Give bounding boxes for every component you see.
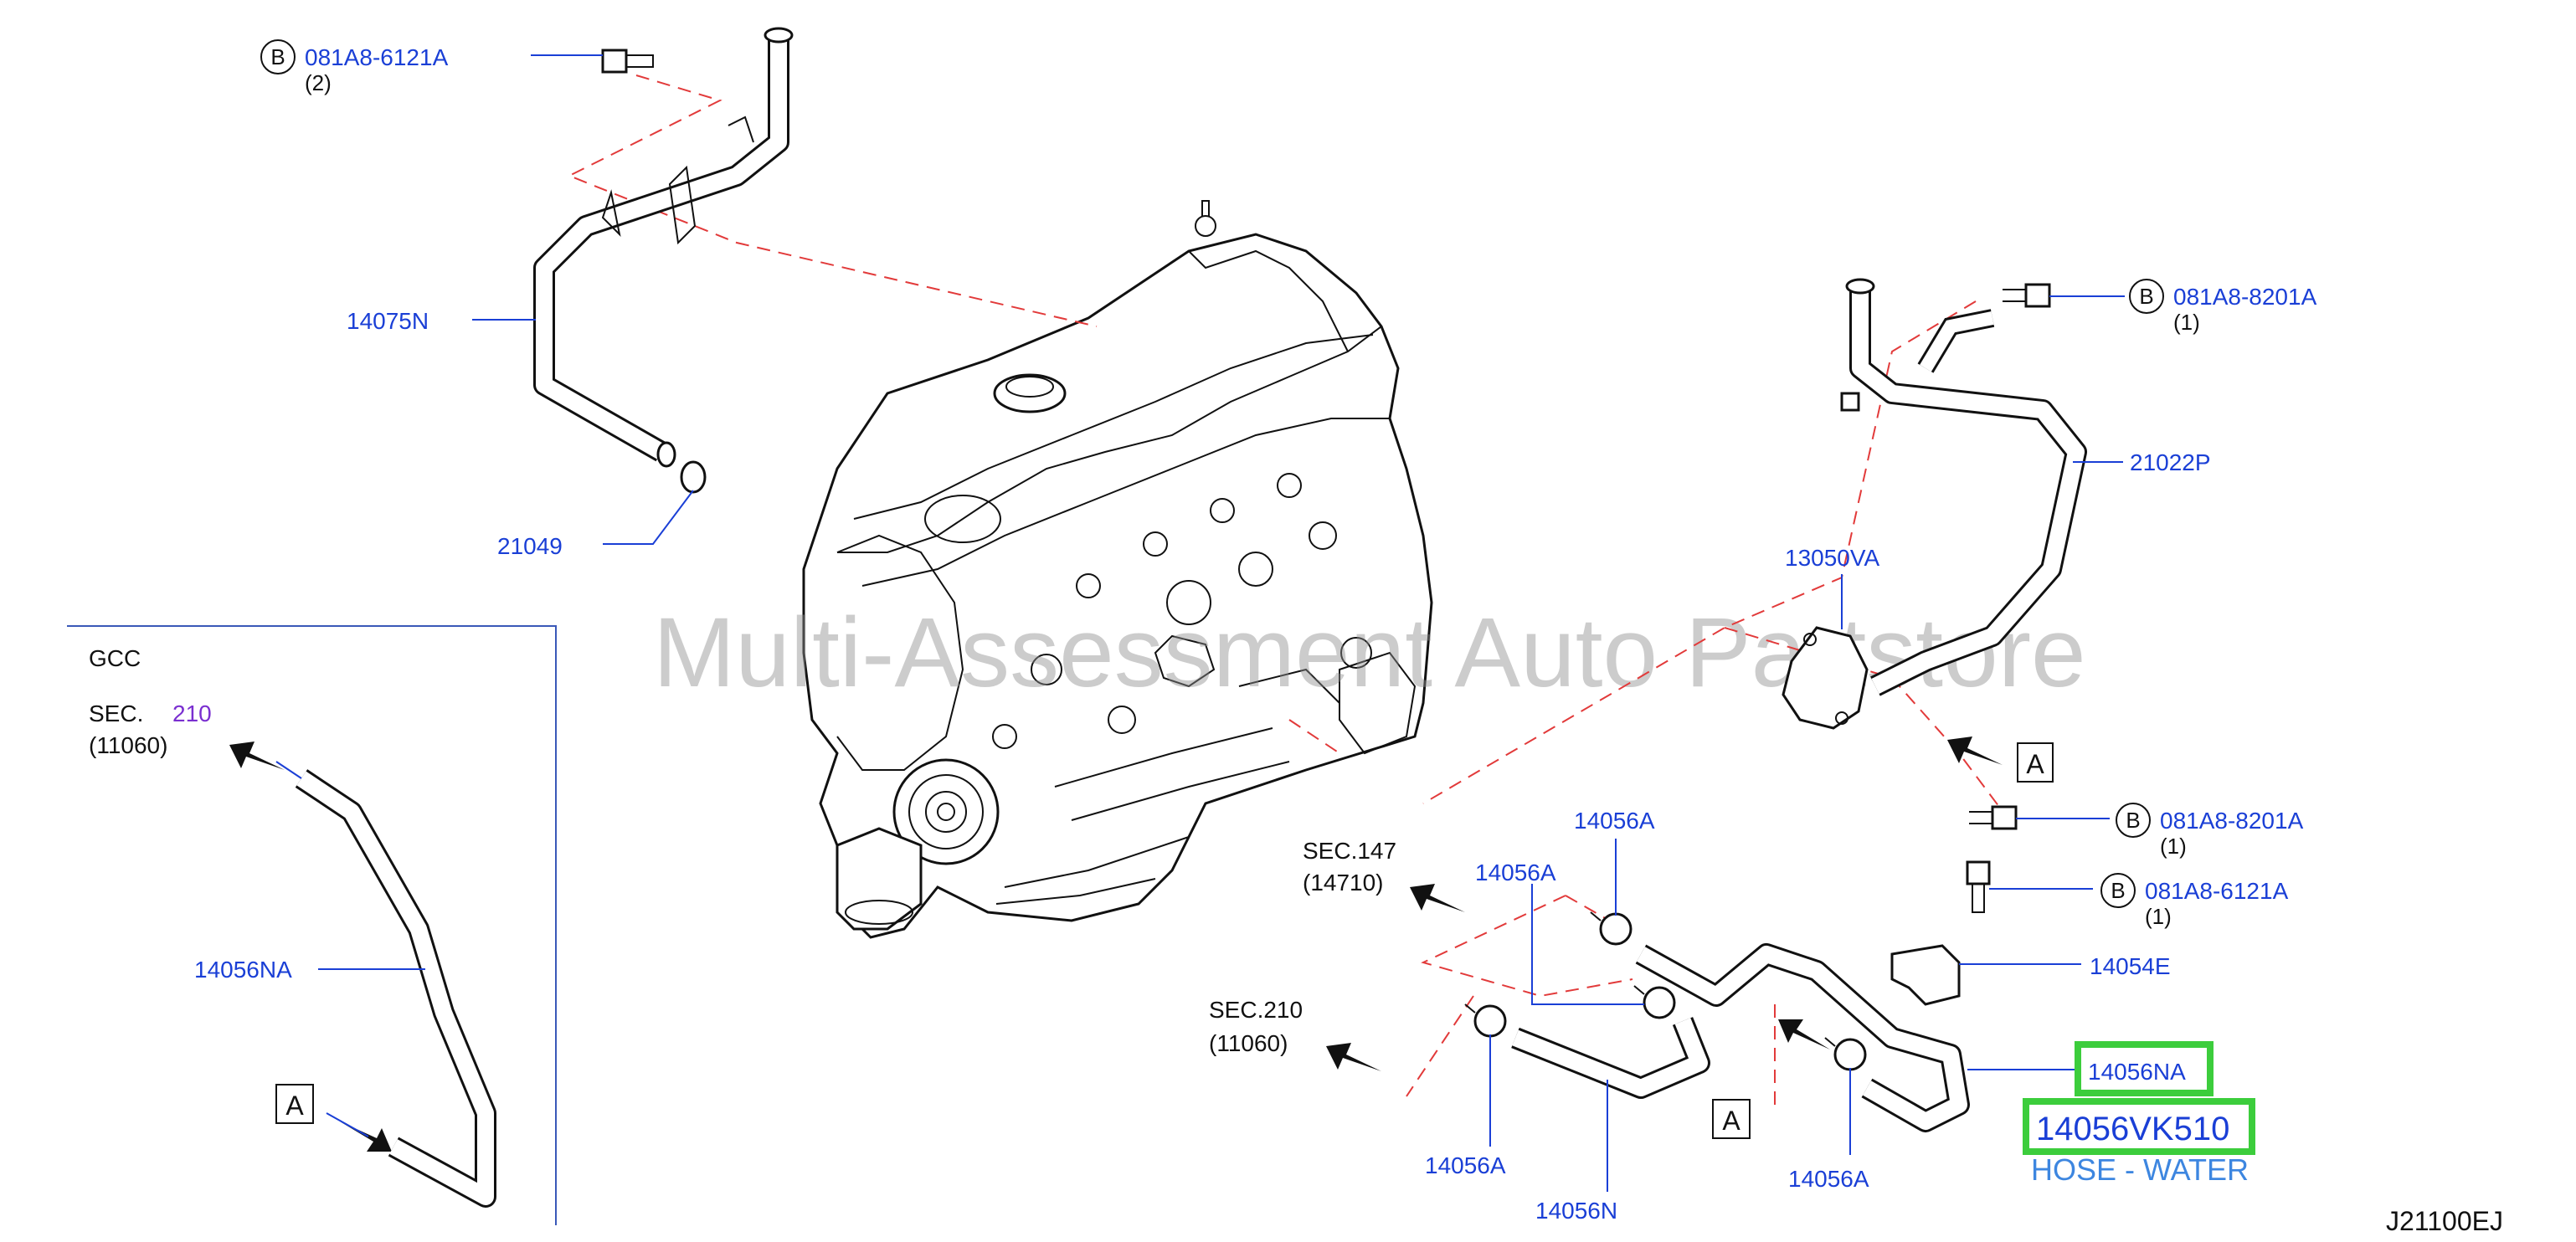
badge-letter: B: [2139, 284, 2153, 309]
part-label-13050va[interactable]: 13050VA: [1785, 545, 1879, 571]
section-reference-147[interactable]: SEC.147: [1303, 838, 1396, 864]
bolt-icon: [1969, 805, 2018, 830]
leader-lines: [472, 54, 2125, 1192]
part-label-14056a-top[interactable]: 14056A: [1574, 808, 1655, 834]
inset-title: GCC: [89, 645, 141, 671]
part-label-14056n[interactable]: 14056N: [1535, 1198, 1617, 1224]
reference-marker-a: [2017, 742, 2054, 783]
bolt-badge-b: [2116, 803, 2151, 838]
inset-reference-marker-a: [275, 1084, 314, 1124]
inset-section-number[interactable]: 210: [172, 701, 212, 726]
highlighted-part-number[interactable]: 14056VK510: [2036, 1111, 2229, 1147]
badge-letter: B: [2111, 878, 2125, 903]
gcc-inset-panel: [67, 625, 557, 1225]
reference-marker-letter: A: [1722, 1106, 1740, 1136]
badge-letter: B: [270, 44, 285, 69]
clamp-icon: [1633, 985, 1676, 1019]
part-label-14056a-mid[interactable]: 14056A: [1475, 860, 1556, 885]
part-label-081a8-8201a-mid[interactable]: 081A8-8201A: [2160, 808, 2304, 834]
clamp-icon: [1590, 911, 1632, 946]
section-reference-210-sub: (11060): [1209, 1030, 1288, 1056]
inset-section-prefix: SEC.: [89, 701, 143, 726]
watermark-text: Multi-Assessment Auto Partstore: [653, 598, 2086, 708]
part-quantity: (1): [2160, 834, 2187, 859]
part-label-14075n[interactable]: 14075N: [347, 308, 429, 334]
highlight-box-14056na: [2075, 1041, 2214, 1096]
part-label-14056a-low-left[interactable]: 14056A: [1425, 1152, 1506, 1178]
bolt-badge-b: [2129, 279, 2164, 314]
bracket-14054e-illustration: [1890, 944, 1961, 1006]
part-quantity: (2): [305, 70, 332, 95]
section-reference-147-sub: (14710): [1303, 870, 1384, 896]
part-label-21022p[interactable]: 21022P: [2130, 449, 2211, 475]
water-hose-illustration: [1511, 943, 1970, 1132]
badge-letter: B: [2126, 808, 2140, 833]
bolt-badge-b: [2100, 873, 2136, 908]
direction-arrows: [229, 736, 2003, 1152]
highlight-box-part-number: [2023, 1098, 2255, 1155]
part-description: HOSE - WATER: [2031, 1152, 2249, 1187]
diagram-reference-code: J21100EJ: [2386, 1206, 2503, 1236]
bolt-icon: [601, 49, 654, 74]
part-label-081a8-6121a-low[interactable]: 081A8-6121A: [2145, 878, 2289, 904]
part-label-21049[interactable]: 21049: [497, 533, 563, 559]
part-quantity: (1): [2145, 904, 2172, 929]
part-label-081a8-8201a[interactable]: 081A8-8201A: [2173, 284, 2317, 310]
part-label-14056na[interactable]: 14056NA: [2088, 1059, 2186, 1085]
reference-marker-a: [1712, 1099, 1751, 1139]
inset-section-sub: (11060): [89, 732, 167, 758]
part-quantity: (1): [2173, 310, 2200, 335]
bolt-icon: [1966, 860, 1991, 913]
reference-marker-letter: A: [2026, 749, 2044, 779]
clamp-icon: [1824, 1037, 1867, 1071]
bolt-icon: [2003, 283, 2051, 308]
pipe-21022p-illustration: [1782, 278, 2087, 730]
part-label-14056a-low-right[interactable]: 14056A: [1788, 1166, 1869, 1192]
clamp-icon: [1464, 1003, 1507, 1038]
bolt-badge-b: [260, 39, 296, 74]
pipe-14075n-illustration: [533, 27, 794, 494]
section-reference-210[interactable]: SEC.210: [1209, 997, 1303, 1023]
reference-marker-letter: A: [285, 1091, 304, 1121]
part-label-081a8-6121a[interactable]: 081A8-6121A: [305, 44, 449, 70]
part-label-14054e[interactable]: 14054E: [2090, 953, 2171, 979]
engine-block-illustration: [802, 200, 1433, 939]
inset-part-label-14056na[interactable]: 14056NA: [194, 957, 292, 983]
